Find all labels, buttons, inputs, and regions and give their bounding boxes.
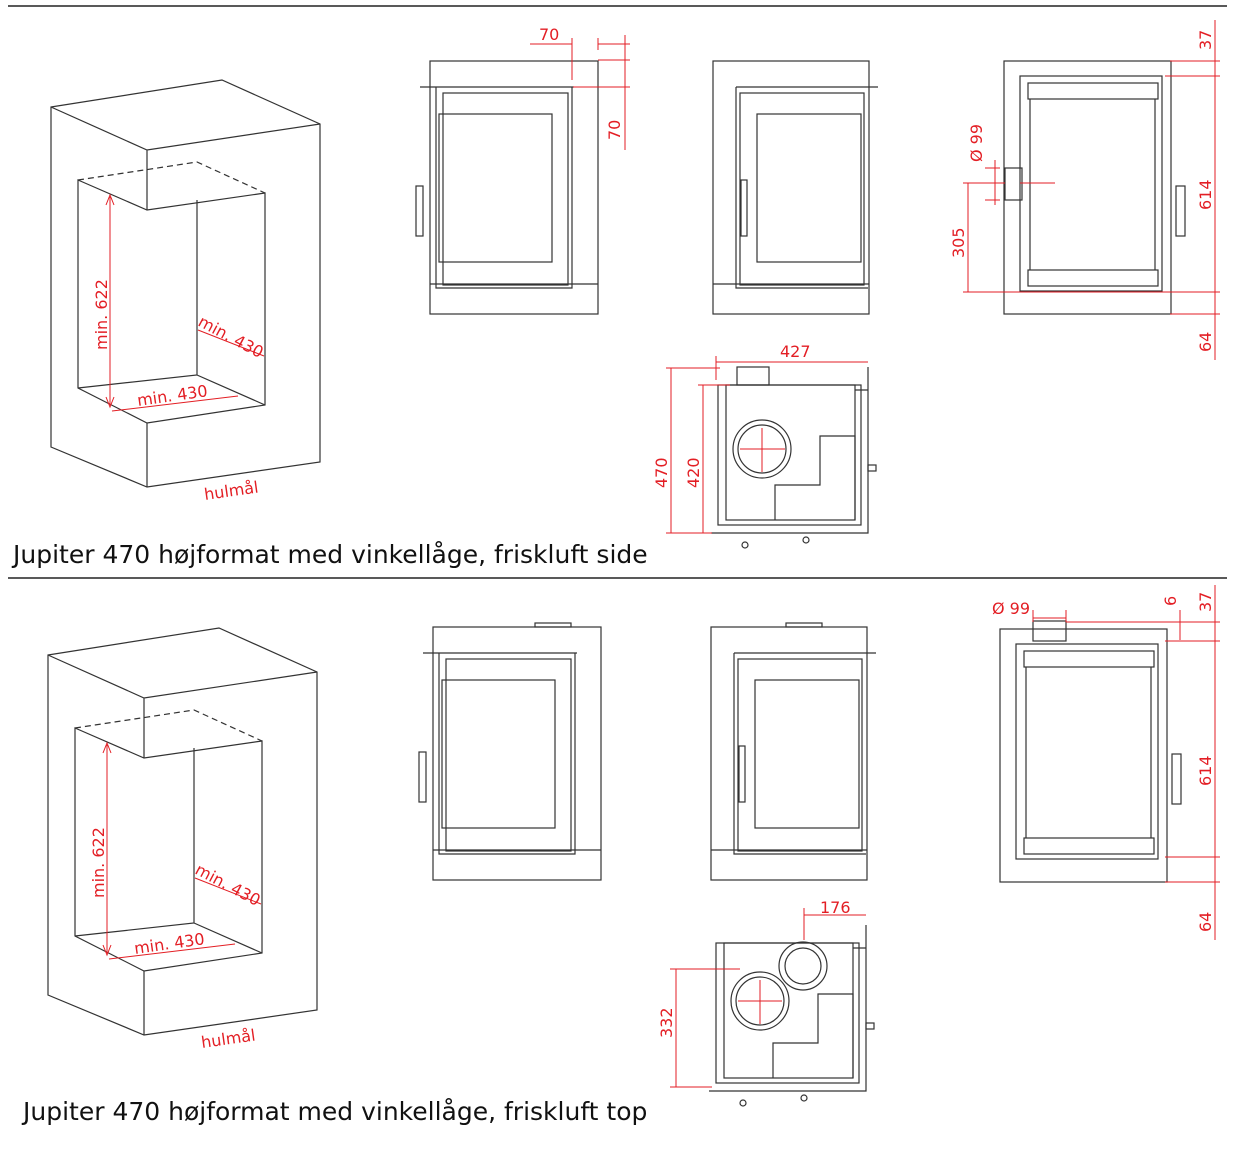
dim-70-horizontal: 70 [539,25,559,44]
stove-front-view: 70 70 [415,25,630,315]
stove-front-view-2 [712,60,879,315]
section-friskluft-side: min. 622 min. 430 min. 430 hulmål 70 70 … [11,20,1220,569]
stove-side-view: Ø 99 305 37 614 64 [949,20,1220,360]
dim-64: 64 [1196,332,1215,352]
section-friskluft-top: min. 622 min. 430 min. 430 hulmål Ø 99 6… [21,585,1220,1126]
stove-front-view-2 [710,622,877,881]
dim-614: 614 [1196,179,1215,210]
dim-37: 37 [1196,592,1215,612]
dim-470: 470 [652,457,671,488]
dim-427: 427 [780,342,811,361]
dim-6: 6 [1161,596,1180,606]
stove-front-view [418,622,602,881]
stove-top-view: 427 470 420 [652,342,877,549]
niche-height-label: min. 622 [89,827,108,898]
dim-inlet-height-305: 305 [949,227,968,258]
dim-64: 64 [1196,912,1215,932]
stove-side-view: Ø 99 6 37 614 64 [992,585,1220,940]
dim-flue-diameter: Ø 99 [992,599,1030,618]
section-caption: Jupiter 470 højformat med vinkellåge, fr… [11,540,648,569]
niche-depth-label: min. 430 [195,312,267,362]
dim-70-vertical: 70 [605,120,624,140]
dim-332: 332 [657,1007,676,1038]
stove-top-view: 176 332 [657,898,875,1107]
niche-height-label: min. 622 [92,279,111,350]
dim-614: 614 [1196,755,1215,786]
niche-width-label: min. 430 [133,929,206,958]
niche-name-label: hulmål [203,478,260,504]
niche-drawing: min. 622 min. 430 min. 430 hulmål [50,79,321,504]
niche-depth-label: min. 430 [192,860,264,910]
dim-420: 420 [684,457,703,488]
dim-37: 37 [1196,30,1215,50]
dim-176: 176 [820,898,851,917]
niche-drawing: min. 622 min. 430 min. 430 hulmål [47,627,318,1052]
dim-flue-diameter: Ø 99 [967,124,986,162]
niche-name-label: hulmål [200,1026,257,1052]
niche-width-label: min. 430 [136,381,209,410]
section-caption: Jupiter 470 højformat med vinkellåge, fr… [21,1097,647,1126]
